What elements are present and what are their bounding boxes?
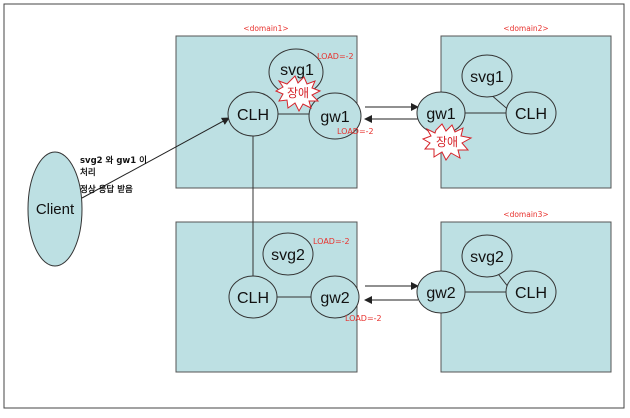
fault-label-d1: 장애: [287, 86, 309, 100]
fault-burst-d1: [274, 75, 322, 113]
client-node: [27, 151, 83, 267]
note-line-2: 처리: [80, 167, 96, 178]
gw2-label-d4: gw2: [320, 290, 349, 307]
svg2-node-d3: [461, 234, 513, 278]
clh-label-d1: CLH: [237, 107, 269, 124]
clh-label-d2: CLH: [515, 106, 547, 123]
svg1-label-d2: svg1: [470, 69, 504, 86]
domain3-label: <domain3>: [503, 210, 548, 219]
gw2-node-d4: [310, 275, 360, 319]
domain1-label: <domain1>: [243, 24, 288, 33]
client-label: Client: [36, 201, 75, 218]
arrow-client-to-clh: [81, 117, 230, 199]
gw1-label-d2: gw1: [426, 106, 455, 123]
clh-node-d4: [228, 275, 278, 319]
clh-node-d1: [227, 91, 279, 137]
svg1-node-d2: [461, 54, 513, 98]
load-label-svg2-d4: LOAD=-2: [313, 237, 350, 246]
load-label-svg1-d1: LOAD=-2: [317, 52, 354, 61]
domain2-label: <domain2>: [503, 24, 548, 33]
svg2-node-d4: [262, 232, 314, 276]
clh-label-d3: CLH: [515, 285, 547, 302]
clh-node-d3: [505, 270, 557, 314]
note-line-1: svg2 와 gw1 이: [80, 155, 147, 166]
load-label-gw1-d1: LOAD=-2: [337, 127, 374, 136]
gw2-node-d3: [416, 270, 466, 314]
svg1-label-d1: svg1: [280, 62, 314, 79]
clh-label-d4: CLH: [237, 290, 269, 307]
fault-burst-d2: [421, 123, 473, 161]
svg2-label-d4: svg2: [271, 247, 305, 264]
gw2-label-d3: gw2: [426, 285, 455, 302]
clh-node-d2: [505, 91, 557, 135]
gw1-node-d1: [308, 92, 362, 140]
load-label-gw2-d4: LOAD=-2: [345, 314, 382, 323]
svg2-label-d3: svg2: [470, 249, 504, 266]
fault-label-d2: 장애: [436, 135, 458, 149]
gw1-label-d1: gw1: [320, 109, 349, 126]
note-line-3: 정상 응답 받음: [80, 184, 133, 195]
